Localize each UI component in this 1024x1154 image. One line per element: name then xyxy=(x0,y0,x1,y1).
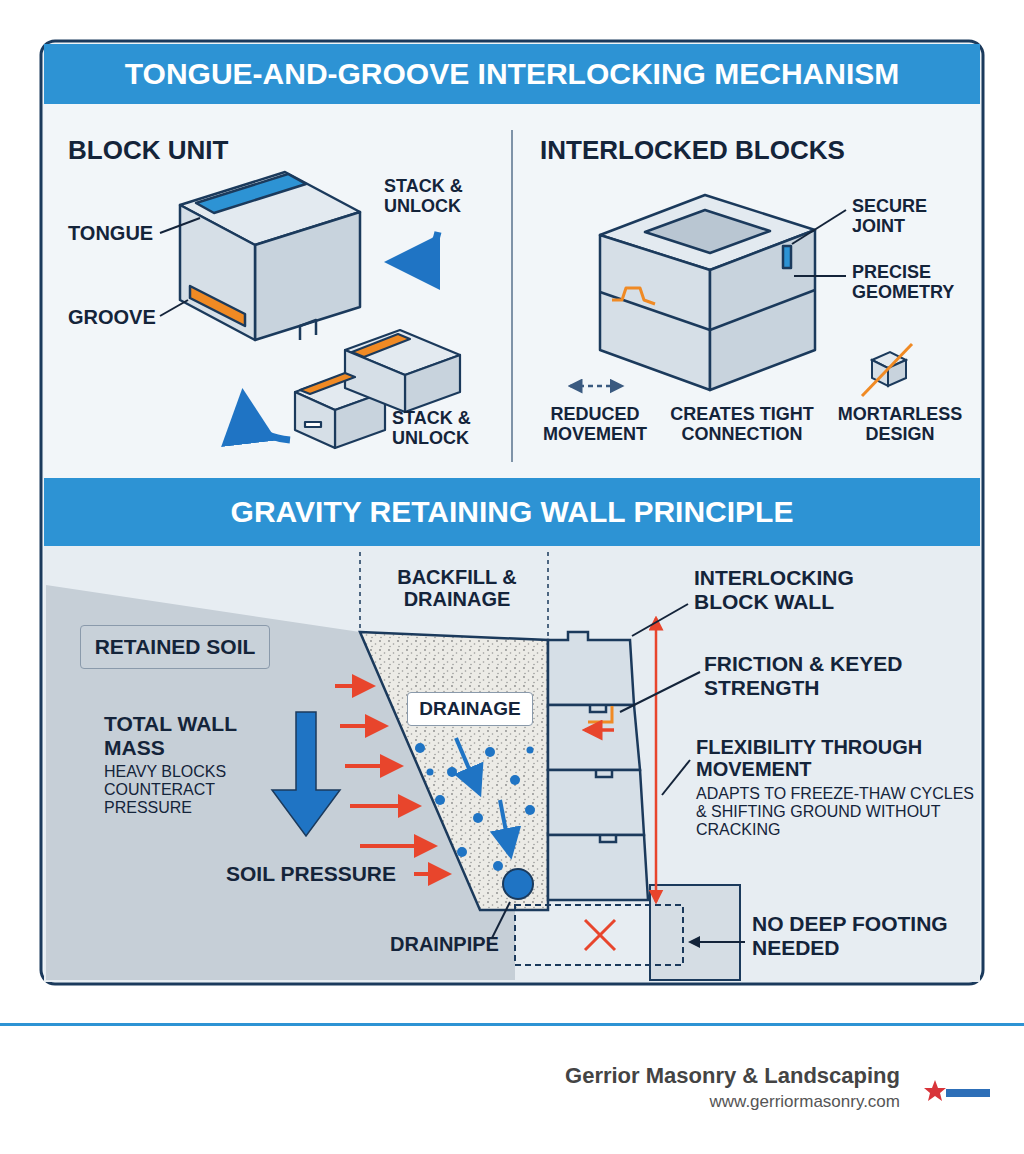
force-label: SOIL PRESSURE xyxy=(226,862,416,886)
leader-line xyxy=(794,275,846,277)
callout-label: PRECISE GEOMETRY xyxy=(852,262,977,302)
block-wall xyxy=(548,632,648,900)
stack-arrow xyxy=(398,232,438,262)
feature-label: MORTARLESS DESIGN xyxy=(830,404,970,444)
ground xyxy=(650,885,740,980)
divider xyxy=(511,130,513,462)
section-title: BLOCK UNIT xyxy=(68,136,368,165)
part-label: DRAINPIPE xyxy=(390,933,500,955)
key-mark xyxy=(588,706,612,722)
section-header: GRAVITY RETAINING WALL PRINCIPLE xyxy=(44,478,980,546)
force-label: TOTAL WALL MASS xyxy=(104,712,269,759)
feature-label: REDUCED MOVEMENT xyxy=(536,404,654,444)
mass-arrow xyxy=(272,712,340,836)
stack-arrow xyxy=(244,402,290,440)
node-text: TONGUE-AND-GROOVE INTERLOCKING MECHANISM xyxy=(125,57,899,91)
logo-mark xyxy=(924,1080,946,1101)
interlocked-blocks xyxy=(600,195,815,390)
action-label: STACK & UNLOCK xyxy=(392,408,492,448)
footer-rule xyxy=(0,1023,1024,1026)
part-label: TONGUE xyxy=(68,222,158,244)
leader-line xyxy=(792,210,846,244)
node-text: DRAINAGE xyxy=(419,698,520,720)
footing-outline xyxy=(515,905,683,965)
zone-label: BACKFILL & DRAINAGE xyxy=(372,566,542,611)
zone-tag: RETAINED SOIL xyxy=(80,625,270,669)
leader-line xyxy=(492,902,510,938)
leader-line xyxy=(620,672,700,712)
node-text: RETAINED SOIL xyxy=(95,635,256,659)
leader-arrow xyxy=(690,941,745,943)
node-text: GRAVITY RETAINING WALL PRINCIPLE xyxy=(231,495,794,529)
friction-arrow xyxy=(585,728,614,732)
callout-note: ADAPTS TO FREEZE-THAW CYCLES & SHIFTING … xyxy=(696,785,978,839)
leader-line xyxy=(632,604,688,636)
drainpipe xyxy=(503,869,533,899)
movement-icon xyxy=(570,385,622,388)
part-label: GROOVE xyxy=(68,306,158,328)
company-name: Gerrior Masonry & Landscaping xyxy=(560,1064,900,1089)
section-title: INTERLOCKED BLOCKS xyxy=(540,136,880,165)
callout-label: INTERLOCKING BLOCK WALL xyxy=(694,566,934,613)
callout-label: FLEXIBILITY THROUGH MOVEMENT xyxy=(696,736,978,781)
mortarless-icon xyxy=(862,344,912,396)
feature-label: CREATES TIGHT CONNECTION xyxy=(656,404,828,444)
drain-dots xyxy=(415,743,535,871)
callout-label: SECURE JOINT xyxy=(852,196,977,236)
block-unit xyxy=(180,172,360,340)
no-footing-x xyxy=(585,920,615,950)
force-note: HEAVY BLOCKS COUNTERACT PRESSURE xyxy=(104,763,269,817)
logo-mark xyxy=(946,1089,990,1097)
frame xyxy=(41,41,983,984)
flex-arrow xyxy=(655,618,658,902)
company-url: www.gerriormasonry.com xyxy=(560,1092,900,1111)
leader-line xyxy=(160,218,200,233)
leader-line xyxy=(160,300,188,316)
section-header: TONGUE-AND-GROOVE INTERLOCKING MECHANISM xyxy=(44,44,980,104)
callout-label: NO DEEP FOOTING NEEDED xyxy=(752,912,977,959)
callout-label: FRICTION & KEYED STRENGTH xyxy=(704,652,974,699)
leader-line xyxy=(662,760,690,795)
zone-tag: DRAINAGE xyxy=(407,692,532,726)
action-label: STACK & UNLOCK xyxy=(384,176,484,216)
